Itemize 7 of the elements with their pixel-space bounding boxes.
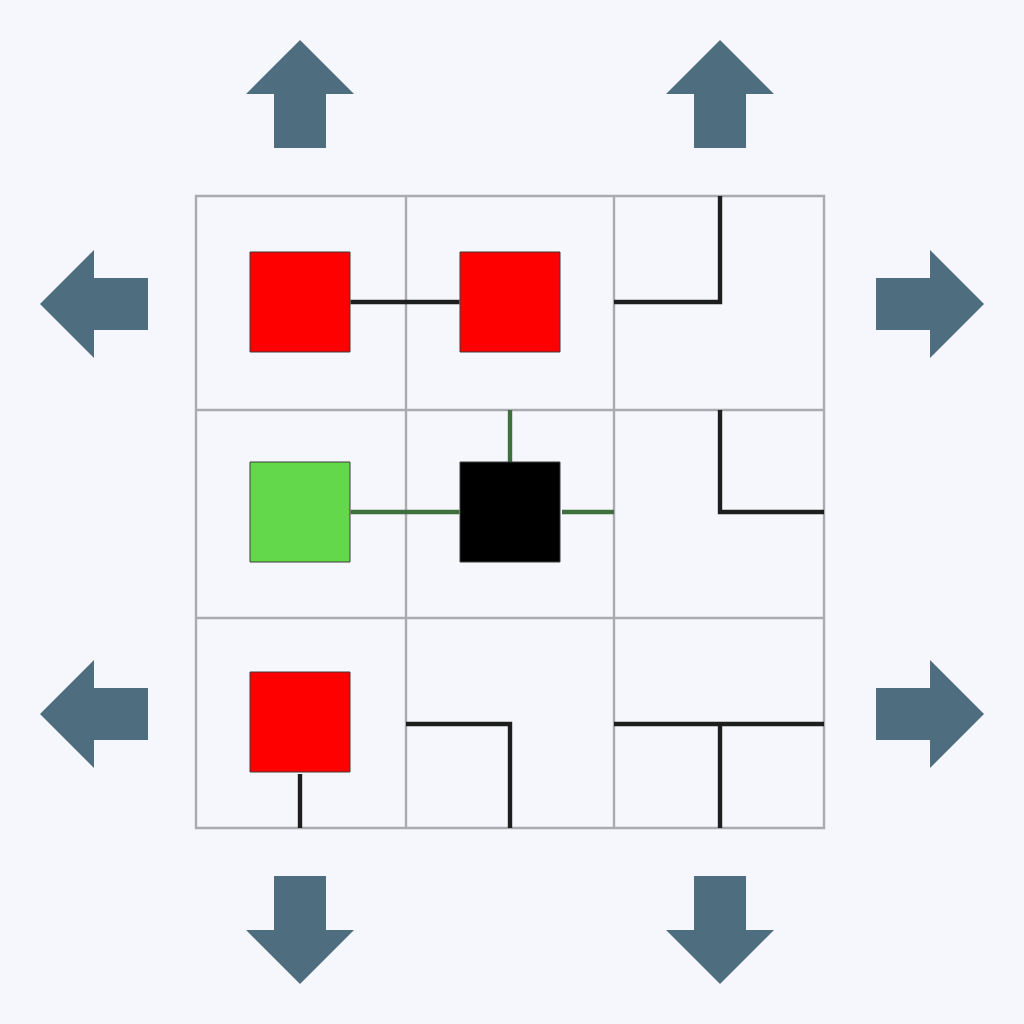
connector-line — [350, 509, 460, 515]
connector-line — [350, 299, 460, 305]
square-tile — [249, 671, 351, 773]
square-tile — [459, 251, 561, 353]
square-tile — [459, 461, 561, 563]
square-tile — [249, 251, 351, 353]
square-tile — [249, 461, 351, 563]
